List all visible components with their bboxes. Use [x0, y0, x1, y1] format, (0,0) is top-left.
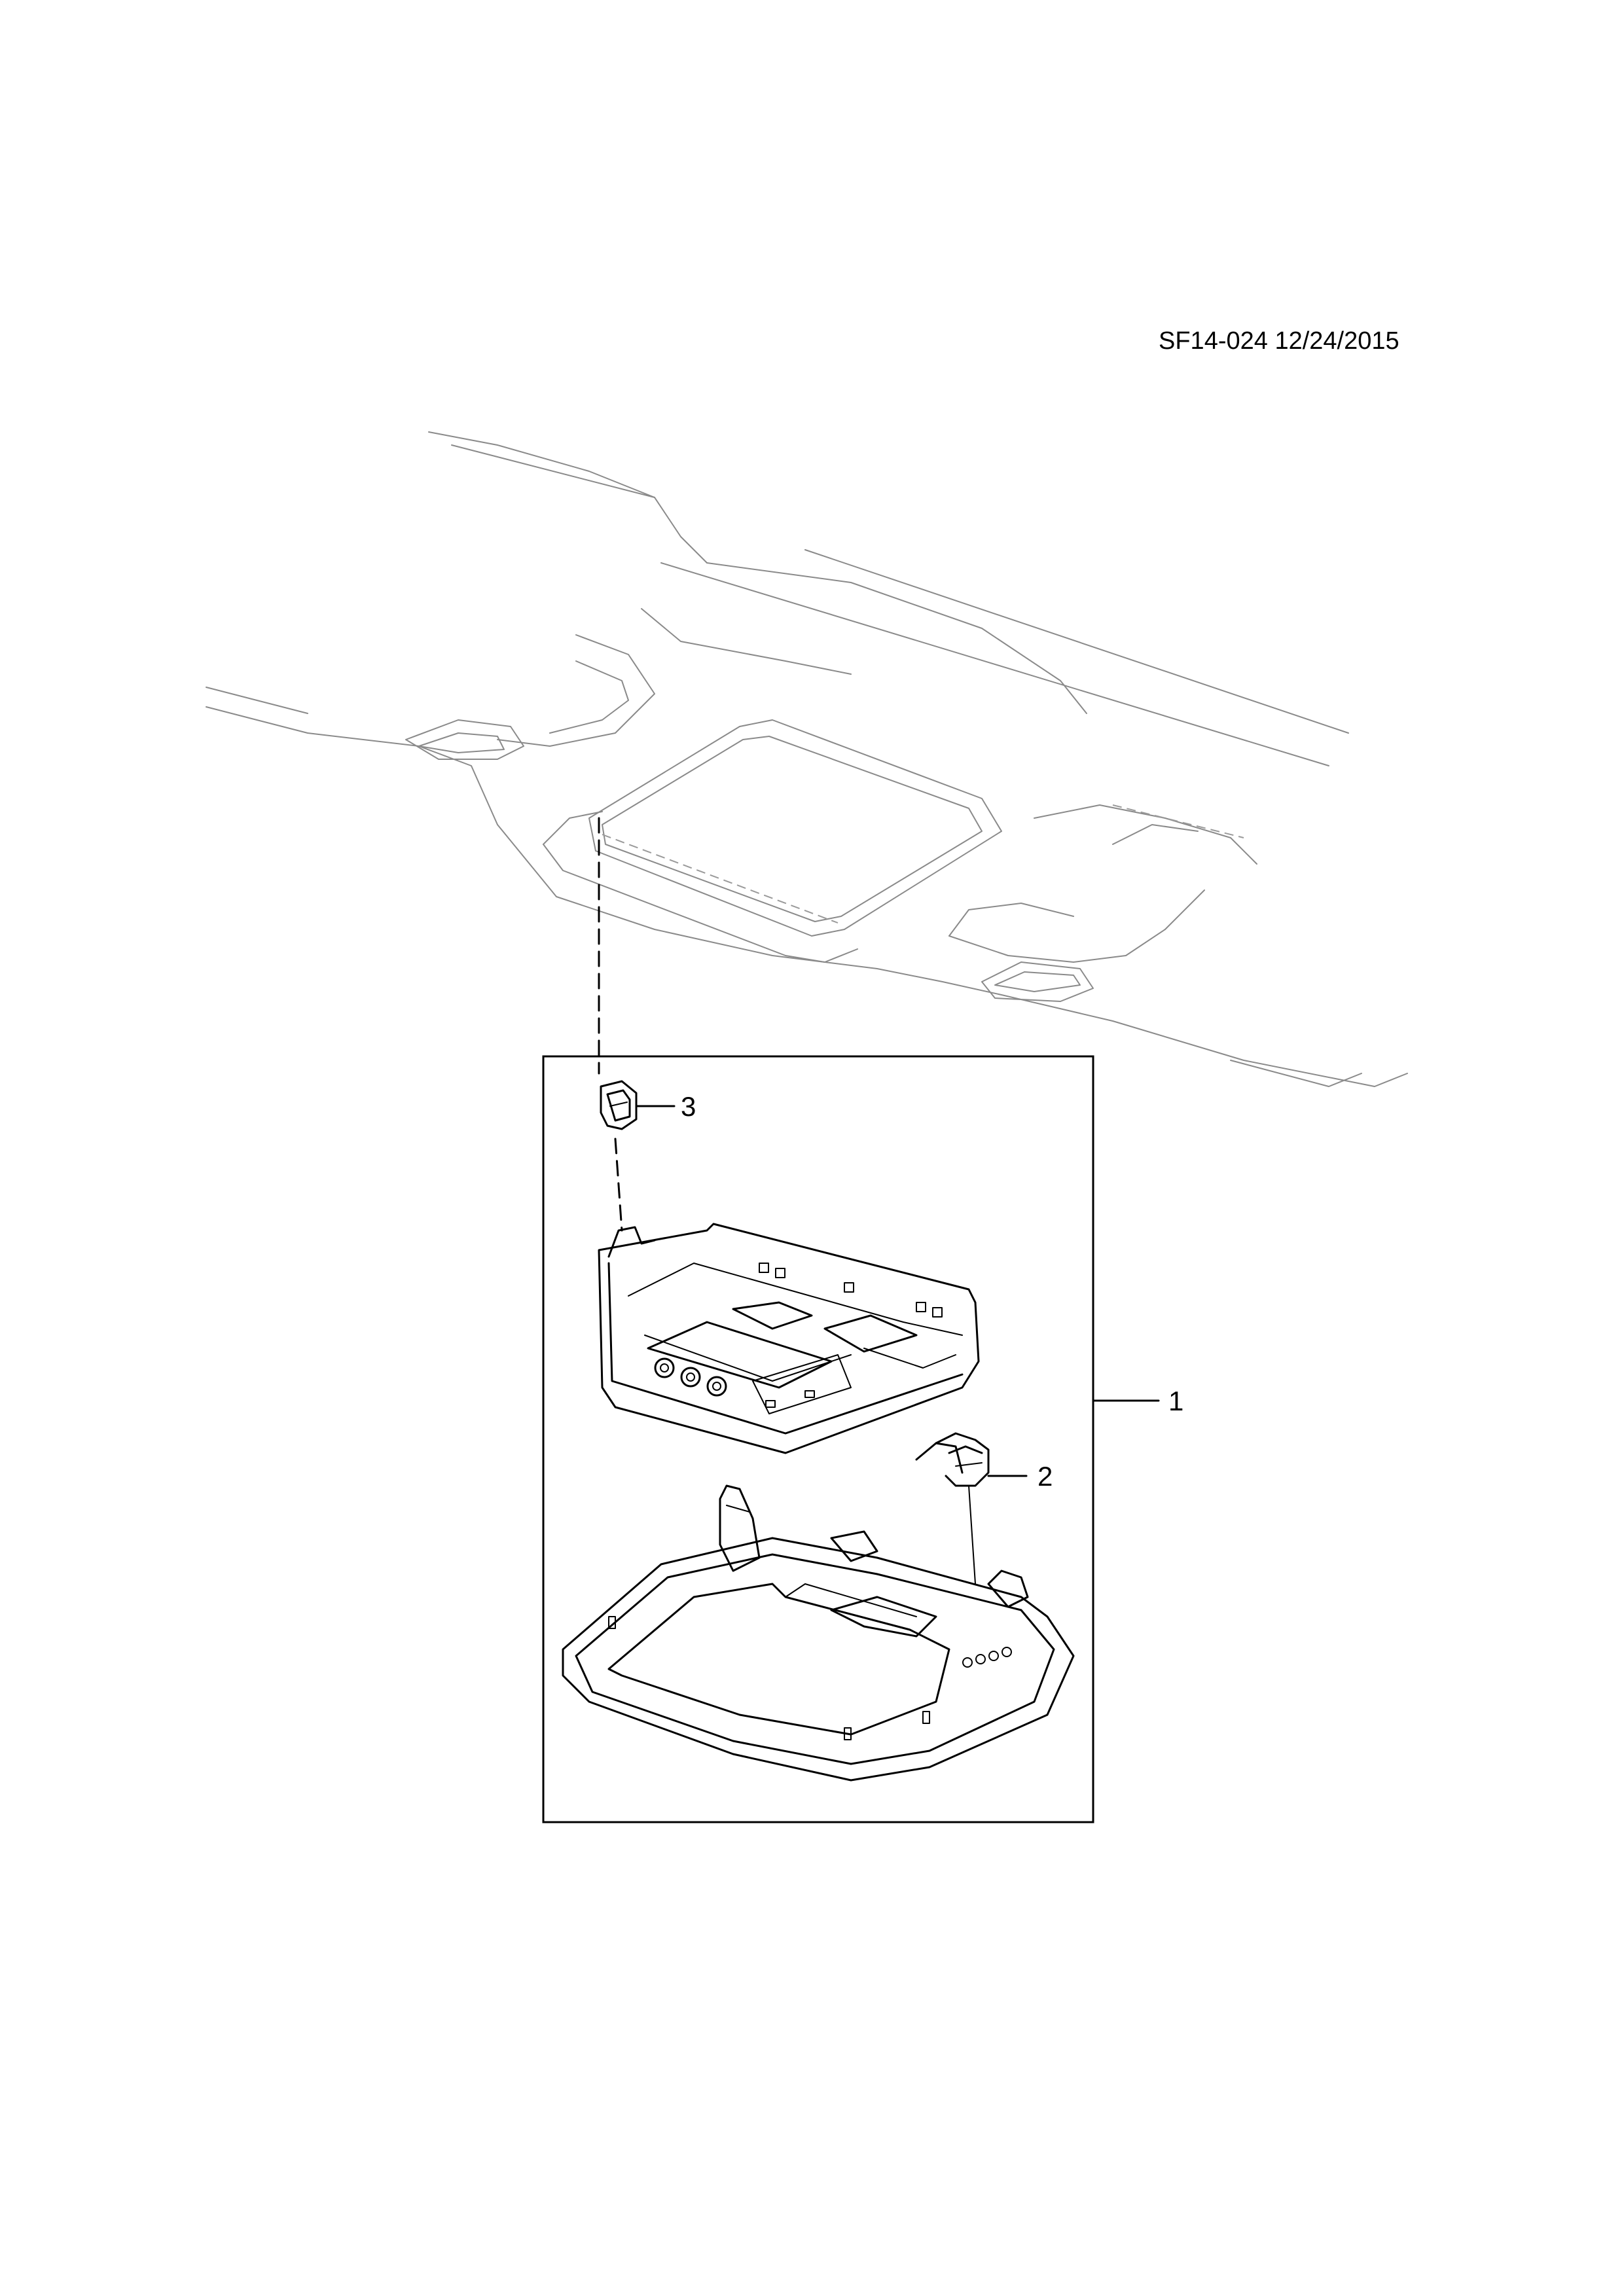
- callout-label-3: 3: [681, 1091, 696, 1122]
- roof-headliner: [206, 431, 1408, 1087]
- callout-label-1: 1: [1168, 1386, 1183, 1416]
- clip-part: [600, 1080, 656, 1130]
- callout-label-2: 2: [1038, 1461, 1053, 1492]
- parts-group-frame: [542, 1055, 1094, 1823]
- diagram-reference-code: SF14-024 12/24/2015: [1159, 327, 1399, 355]
- connector-part: [915, 1432, 990, 1585]
- assembly-dashed-line-console: [614, 1138, 623, 1232]
- console-lower-housing: [562, 1484, 1075, 1782]
- console-upper-housing: [598, 1223, 980, 1454]
